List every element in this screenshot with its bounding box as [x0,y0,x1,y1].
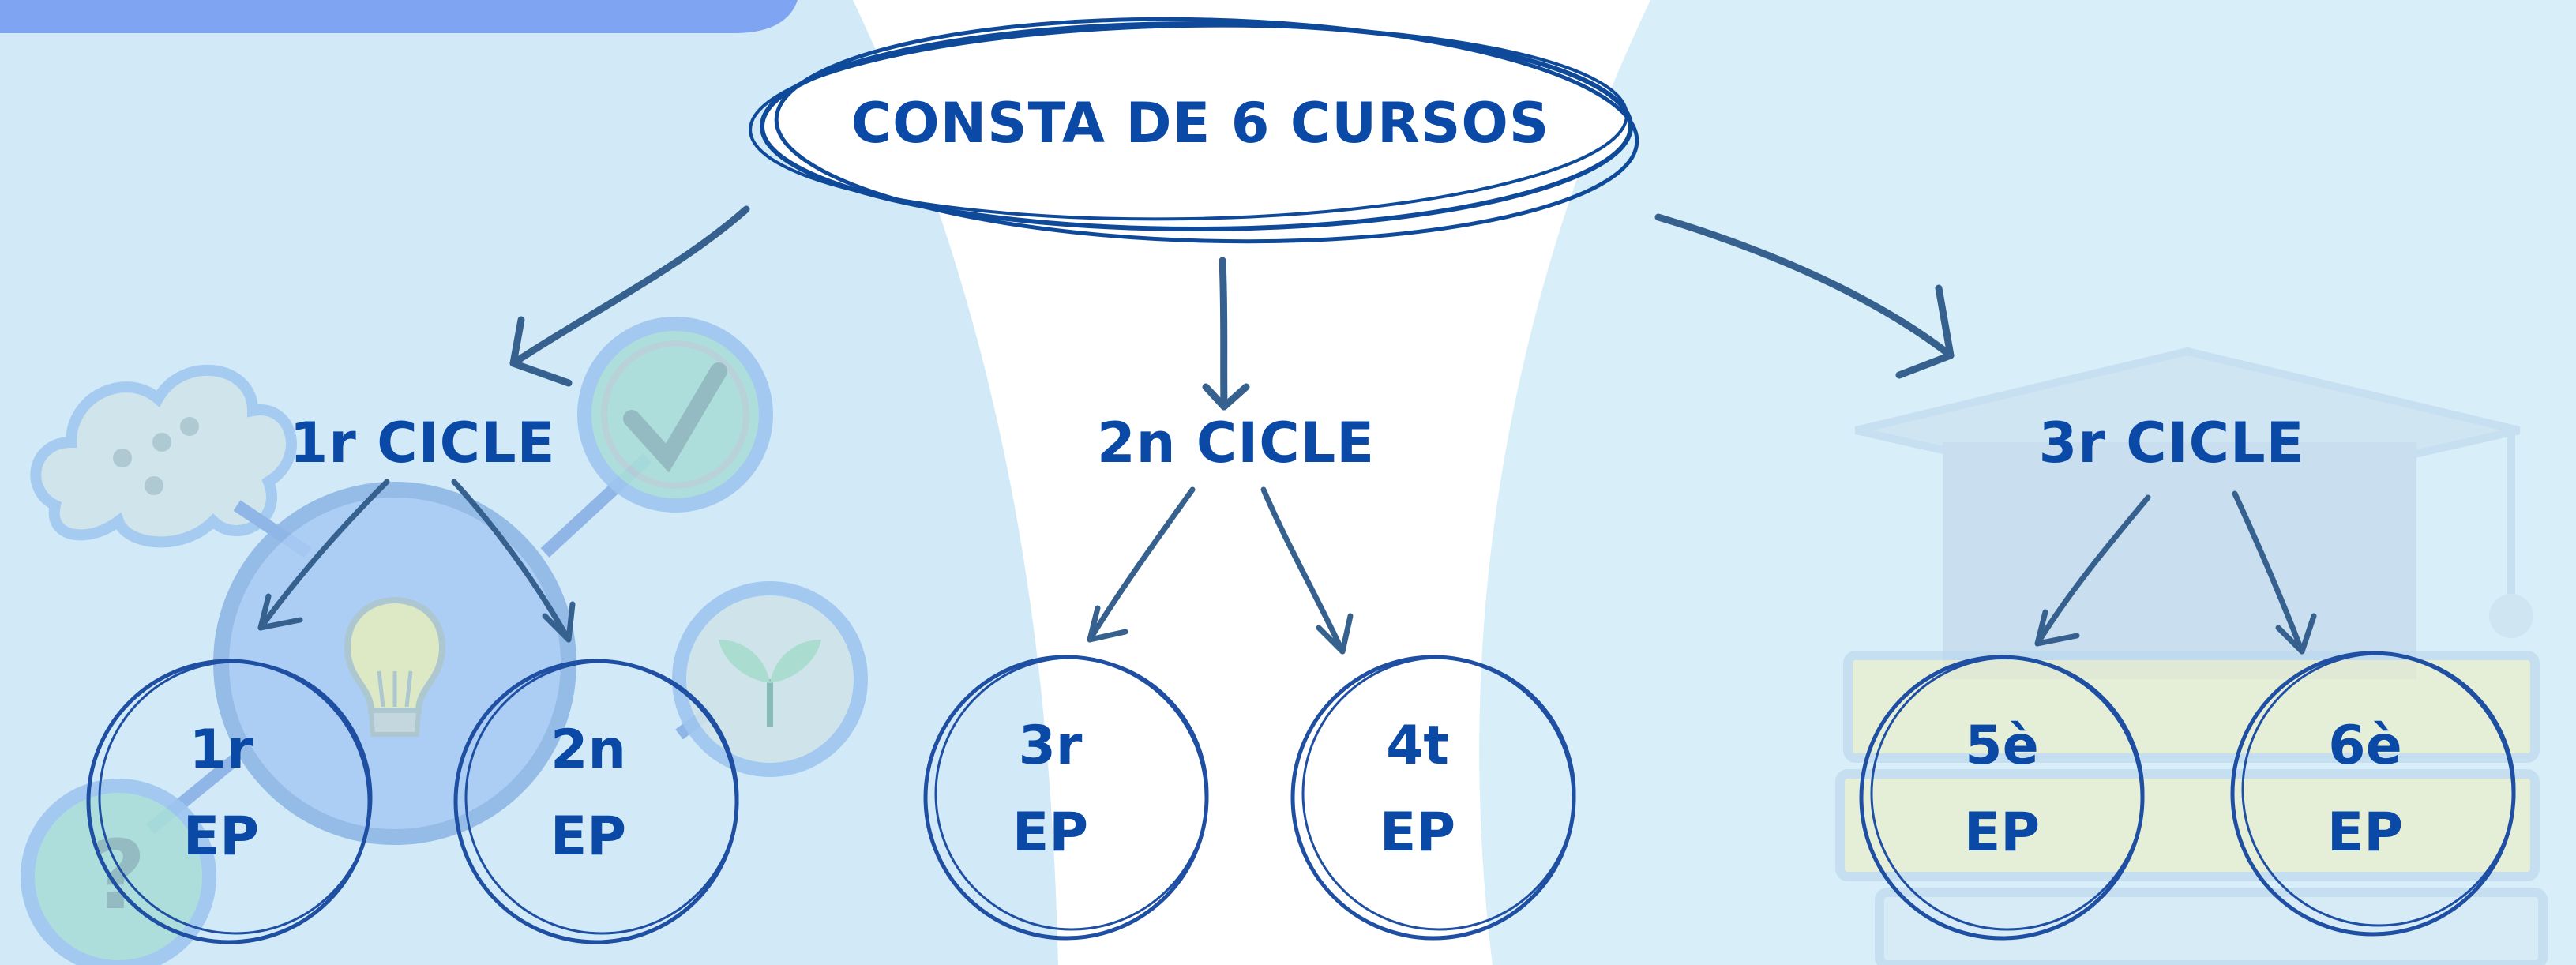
arrow-to-cycle-1 [509,205,750,367]
course-6-number: 6è [2328,715,2402,777]
course-5: 5è EP [1860,703,2144,877]
sprout-icon [672,581,868,777]
arrow-to-cycle-3 [1654,213,1955,359]
course-2-number: 2n [550,719,626,781]
course-1-level: EP [182,805,260,868]
question-icon: ? [21,779,216,965]
course-3-number: 3r [1018,715,1083,777]
course-5-level: EP [1963,802,2041,864]
course-4-number: 4t [1386,715,1449,777]
course-5-number: 5è [1965,715,2039,777]
lightbulb-icon [213,482,576,845]
title-ellipse [749,17,1639,244]
course-4: 4t EP [1275,703,1560,877]
arrow-to-cycle-2 [1219,257,1228,411]
course-circles [86,651,2516,944]
diagram-title: CONSTA DE 6 CURSOS [851,91,1550,156]
course-1: 1r EP [79,707,363,881]
course-circle-2 [453,659,739,944]
course-circle-6 [2230,651,2516,937]
cloud-icon [30,364,297,548]
course-3: 3r EP [908,703,1192,877]
main-arrows [509,205,1955,411]
cycle-3-label: 3r CICLE [2038,411,2305,475]
course-circle-4 [1290,655,1576,941]
course-circle-3 [923,655,1209,941]
course-2-level: EP [550,805,627,868]
branch-arrows [257,479,2317,655]
course-4-level: EP [1379,802,1456,864]
course-2: 2n EP [446,707,730,881]
svg-text:?: ? [91,821,146,931]
books-icon [1835,651,2548,965]
course-6: 6è EP [2223,703,2507,877]
checkmark-icon [577,317,773,513]
course-circle-5 [1859,655,2145,941]
cycle-1-label: 1r CICLE [289,411,556,475]
course-6-level: EP [2326,802,2404,864]
graduation-cap-icon [1854,347,2533,679]
course-1-number: 1r [189,719,253,781]
cycle-2-label: 2n CICLE [1096,411,1376,475]
course-circle-1 [86,659,373,944]
course-3-level: EP [1012,802,1089,864]
top-accent-bar [0,0,798,33]
